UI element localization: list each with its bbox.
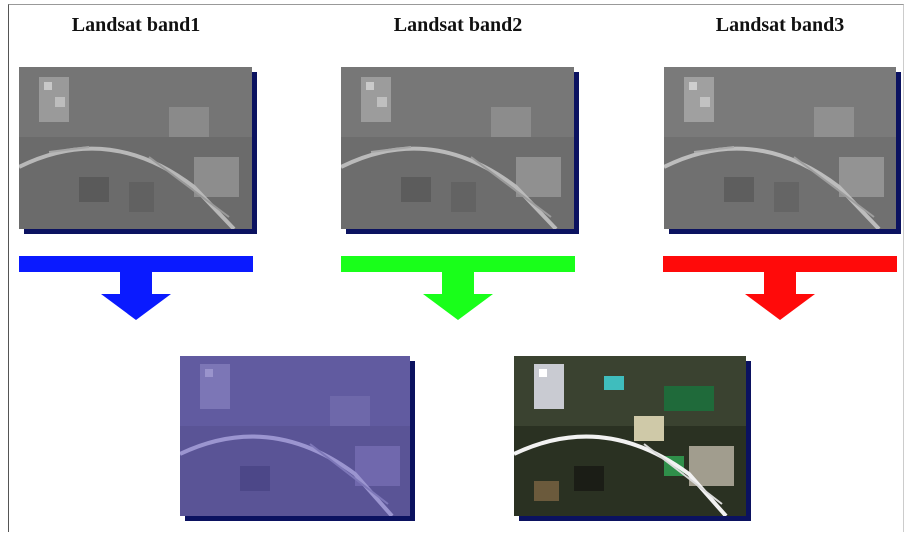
band2-title: Landsat band2 bbox=[393, 14, 523, 36]
band3-title: Landsat band3 bbox=[715, 14, 845, 36]
green-arrow-shape bbox=[341, 256, 575, 320]
band1-image bbox=[19, 67, 252, 229]
green-channel-arrow bbox=[341, 256, 575, 320]
red-arrow-shape bbox=[663, 256, 897, 320]
red-channel-arrow bbox=[663, 256, 897, 320]
blue-composite-image bbox=[180, 356, 410, 516]
blue-channel-arrow bbox=[19, 256, 253, 320]
band3-image bbox=[664, 67, 896, 229]
band1-title: Landsat band1 bbox=[71, 14, 201, 36]
blue-arrow-shape bbox=[19, 256, 253, 320]
band2-image bbox=[341, 67, 574, 229]
figure-frame bbox=[8, 4, 904, 532]
true-color-composite-image bbox=[514, 356, 746, 516]
